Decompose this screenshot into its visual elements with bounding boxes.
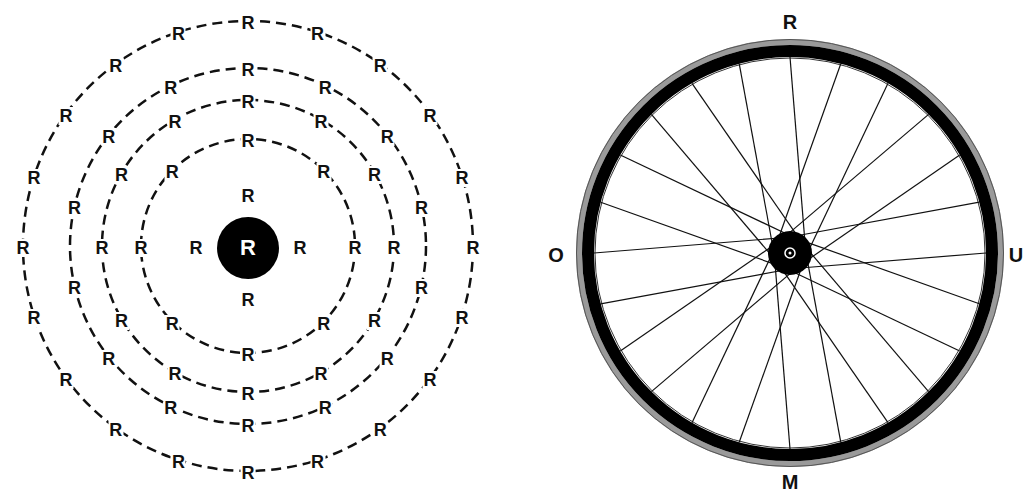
ring-letter: R	[101, 128, 116, 146]
ring-letter: R	[241, 14, 256, 32]
ring-letter: R	[67, 199, 82, 217]
ring-letter: R	[67, 279, 82, 297]
ring-letter: R	[293, 239, 308, 257]
ring-letter: R	[134, 239, 149, 257]
ring-letter: R	[318, 79, 333, 97]
wheel-hub	[768, 231, 812, 275]
ring-letter: R	[367, 166, 382, 184]
ring-letter: R	[241, 417, 256, 435]
filled-circle: R	[217, 217, 279, 279]
dashed-ring	[102, 100, 394, 392]
wheel-rim-inner	[595, 58, 985, 448]
ring-letter: R	[314, 113, 329, 131]
dashed-ring	[23, 21, 473, 471]
ring-letter: R	[241, 346, 256, 364]
ring-letter: R	[310, 25, 325, 43]
ring-letter: R	[171, 453, 186, 471]
ring-letter: R	[95, 239, 110, 257]
wheel-axle-dot	[789, 252, 792, 255]
ring-letter: R	[241, 132, 256, 150]
wheel-letter: M	[782, 472, 799, 492]
ring-letter: R	[316, 315, 331, 333]
ring-letter: R	[168, 113, 183, 131]
ring-letter: R	[454, 309, 469, 327]
ring-letter: R	[380, 128, 395, 146]
ring-letter: R	[171, 25, 186, 43]
ring-letter: R	[241, 61, 256, 79]
ring-letter: R	[163, 399, 178, 417]
ring-letter: R	[454, 169, 469, 187]
wheel-rim	[588, 51, 992, 455]
ring-letter: R	[27, 169, 42, 187]
ring-letter: R	[414, 279, 429, 297]
ring-letter: R	[165, 315, 180, 333]
ring-letter: R	[241, 464, 256, 482]
ring-letter: R	[101, 350, 116, 368]
ring-letter: R	[108, 421, 123, 439]
wheel-axle	[785, 248, 795, 258]
ring-letter: R	[241, 385, 256, 403]
ring-letter: R	[423, 371, 438, 389]
ring-letter: R	[314, 365, 329, 383]
wheel-letter: R	[783, 12, 797, 32]
ring-letter: R	[165, 163, 180, 181]
spokes	[594, 57, 986, 449]
wheel-letter: U	[1009, 245, 1023, 265]
ring-letter: R	[380, 350, 395, 368]
ring-letter: R	[58, 107, 73, 125]
ring-letter: R	[241, 187, 256, 205]
ring-letter: R	[114, 312, 129, 330]
dashed-rings	[23, 21, 473, 471]
ring-letter: R	[466, 239, 481, 257]
wheel-tyre-edge	[577, 40, 1004, 467]
ring-letter: R	[310, 453, 325, 471]
wheel-letter: O	[548, 245, 564, 265]
ring-letter: R	[367, 312, 382, 330]
ring-letter: R	[318, 399, 333, 417]
ring-letter: R	[373, 57, 388, 75]
ring-letter: R	[423, 107, 438, 125]
ring-letter: R	[189, 239, 204, 257]
ring-letter: R	[163, 79, 178, 97]
ring-letter: R	[16, 239, 31, 257]
node-letter: R	[240, 237, 256, 259]
ring-letter: R	[114, 166, 129, 184]
dashed-ring	[70, 68, 426, 424]
ring-letter: R	[241, 93, 256, 111]
ring-letter: R	[387, 239, 402, 257]
ring-letter: R	[241, 291, 256, 309]
ring-letter: R	[58, 371, 73, 389]
bicycle-wheel	[577, 40, 1004, 467]
ring-letter: R	[108, 57, 123, 75]
ring-letter: R	[373, 421, 388, 439]
ring-letter: R	[27, 309, 42, 327]
ring-letter: R	[348, 239, 363, 257]
ring-letter: R	[414, 199, 429, 217]
dashed-ring	[141, 139, 355, 353]
wheel-tyre	[579, 42, 1001, 464]
ring-letter: R	[168, 365, 183, 383]
ring-letter: R	[316, 163, 331, 181]
